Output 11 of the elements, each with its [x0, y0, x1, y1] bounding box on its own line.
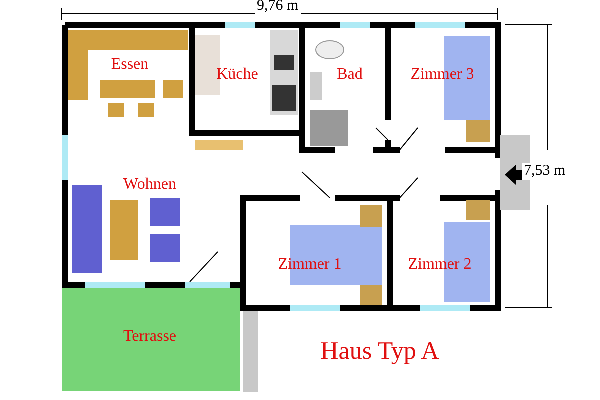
- plan-title: Haus Typ A: [320, 338, 440, 366]
- room-label: Bad: [337, 66, 363, 84]
- room-label: Essen: [111, 56, 149, 74]
- dimension-label: 9,76 m: [255, 0, 301, 15]
- room-label: Zimmer 3: [410, 66, 474, 84]
- room-label: Küche: [216, 66, 258, 84]
- room-label: Zimmer 1: [278, 256, 342, 274]
- room-label: Zimmer 2: [408, 256, 472, 274]
- dimension-label: 7,53 m: [522, 163, 568, 180]
- room-label: Wohnen: [124, 176, 176, 194]
- room-label: Terrasse: [123, 328, 177, 346]
